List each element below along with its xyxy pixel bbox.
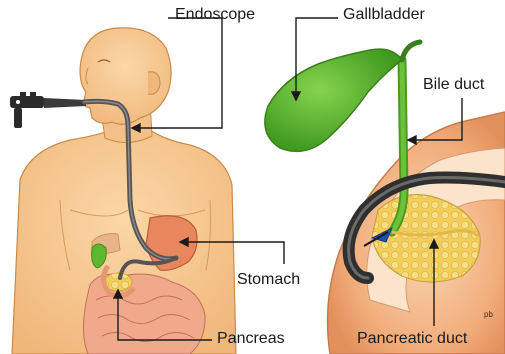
label-stomach: Stomach <box>237 271 300 289</box>
label-pancreatic-duct: Pancreatic duct <box>357 330 467 348</box>
label-gallbladder: Gallbladder <box>343 6 425 24</box>
leader-bile-duct-arrow <box>408 136 416 144</box>
label-pancreas: Pancreas <box>217 330 285 348</box>
label-endoscope: Endoscope <box>175 6 255 24</box>
artist-credit: pb <box>484 306 493 324</box>
label-bile-duct: Bile duct <box>423 76 484 94</box>
